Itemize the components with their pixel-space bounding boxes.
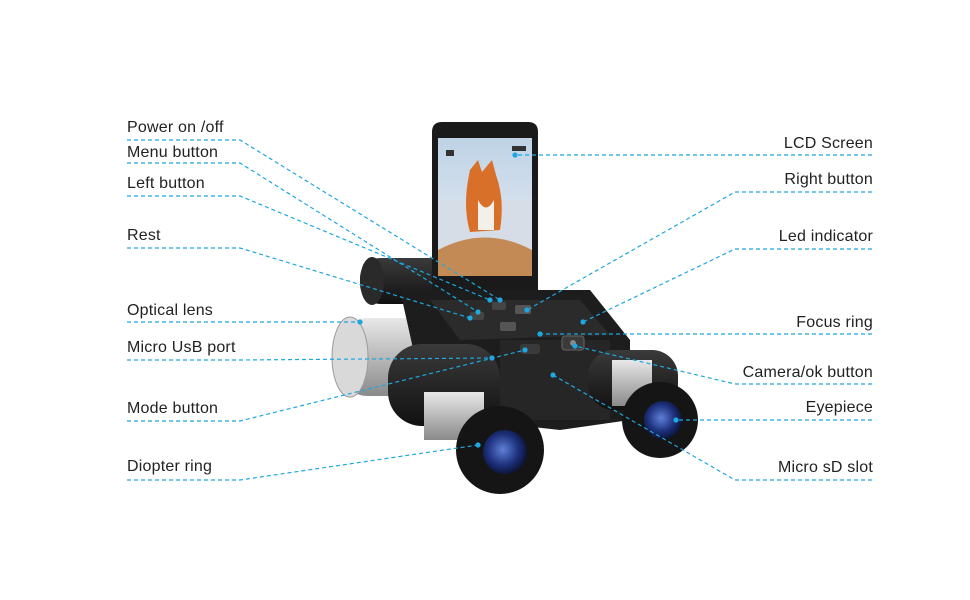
leader-line-camera — [574, 345, 872, 385]
label-left-button: Left button — [127, 175, 205, 192]
label-optical-lens: Optical lens — [127, 302, 213, 319]
leader-dot-rightbtn — [524, 307, 530, 313]
leader-line-power — [127, 139, 501, 301]
label-eyepiece: Eyepiece — [805, 399, 873, 416]
leader-line-rest — [127, 247, 471, 319]
leader-dot-focus — [537, 331, 543, 337]
leader-dot-eyepiece — [673, 417, 679, 423]
right-eyepiece-barrel — [588, 350, 698, 458]
label-lcd-screen: LCD Screen — [783, 135, 873, 152]
label-rest: Rest — [127, 227, 161, 244]
leader-line-usb — [127, 357, 493, 361]
label-micro-usb: Micro UsB port — [127, 339, 236, 356]
label-led-indicator: Led indicator — [778, 228, 873, 245]
label-micro-sd: Micro sD slot — [777, 459, 873, 476]
leader-dot-optical — [357, 319, 363, 325]
leader-dot-menu — [475, 309, 481, 315]
leader-dot-diopter — [475, 442, 481, 448]
leader-dot-camera — [572, 343, 578, 349]
label-mode-button: Mode button — [127, 400, 219, 417]
label-power: Power on /off — [127, 119, 224, 136]
leader-dot-led — [580, 319, 586, 325]
leader-lines — [127, 139, 872, 481]
label-right-button: Right button — [784, 171, 873, 188]
leader-dot-sd — [550, 372, 556, 378]
leader-dot-lcd — [512, 152, 518, 158]
leader-dot-power — [497, 297, 503, 303]
leader-line-mode — [127, 349, 526, 422]
leader-line-sd — [552, 374, 872, 481]
label-camera-ok: Camera/ok button — [742, 364, 873, 381]
label-diopter-ring: Diopter ring — [127, 458, 213, 475]
leader-dot-rest — [467, 315, 473, 321]
label-focus-ring: Focus ring — [796, 314, 873, 331]
left-eyepiece-barrel — [388, 344, 544, 494]
leader-line-diopter — [127, 444, 479, 481]
label-menu: Menu button — [127, 144, 219, 161]
leader-dot-left — [487, 297, 493, 303]
leader-line-menu — [127, 162, 479, 313]
leader-line-rightbtn — [526, 191, 872, 311]
leader-line-left — [127, 195, 491, 301]
leader-dot-mode — [522, 347, 528, 353]
leader-line-led — [582, 248, 872, 323]
lcd-screen — [432, 122, 538, 290]
